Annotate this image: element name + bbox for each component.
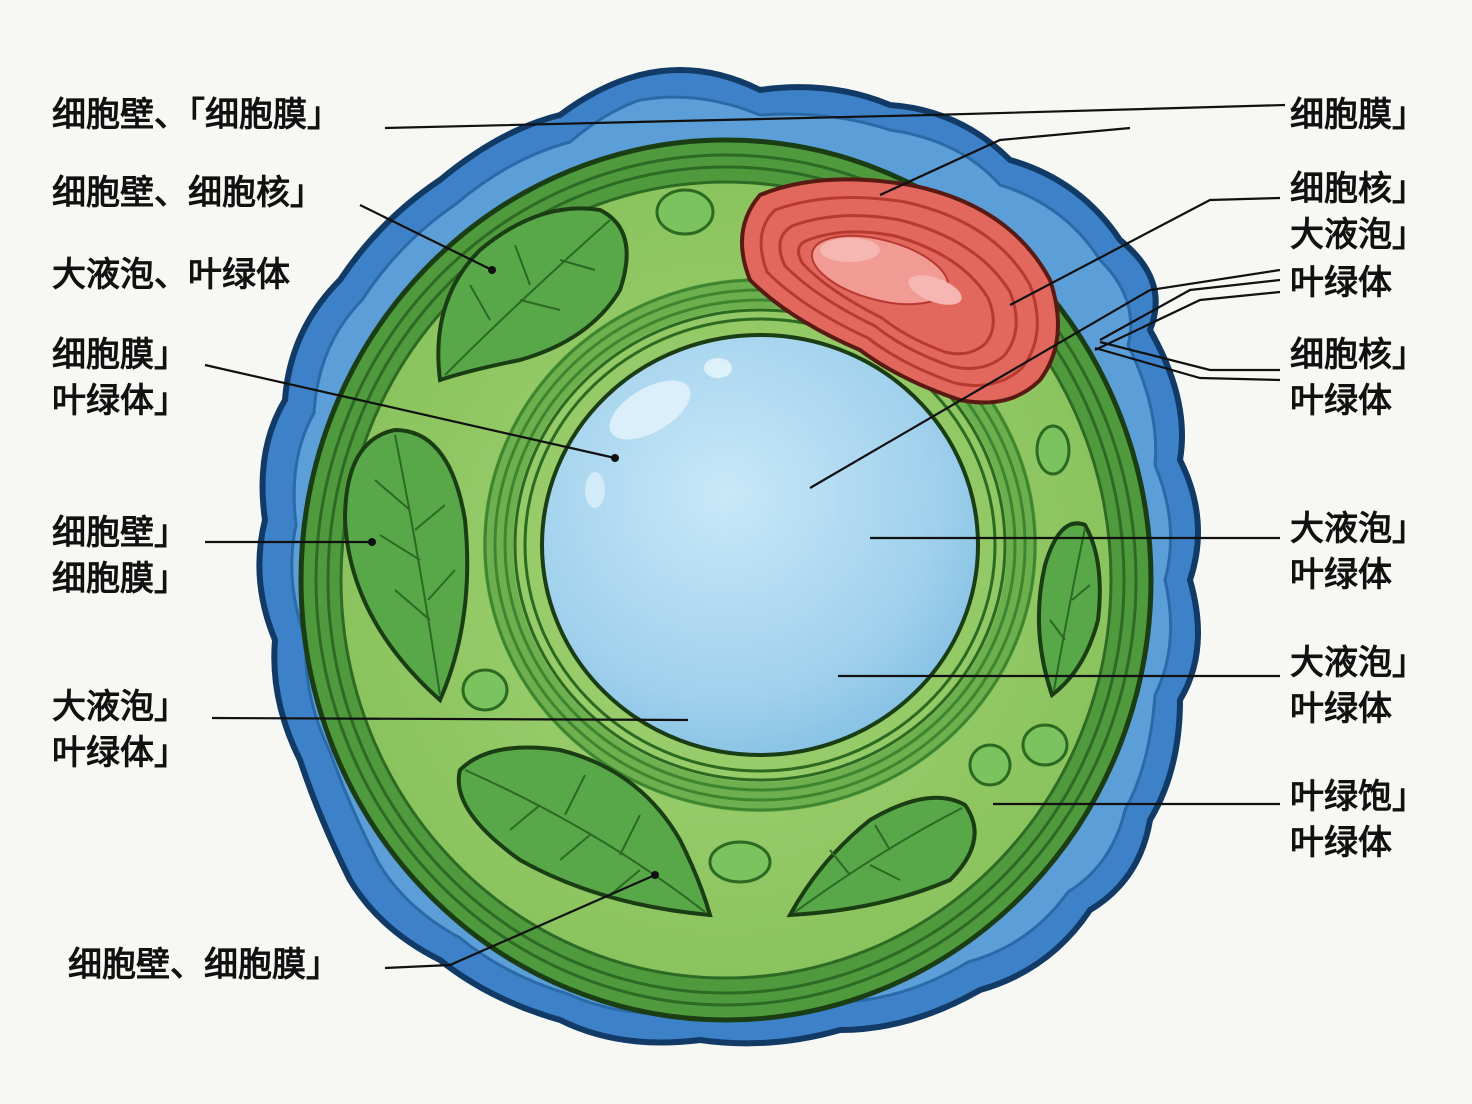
label-line: 叶绿体: [1290, 381, 1392, 421]
chloroplast: [342, 427, 470, 704]
nucleus: [740, 177, 1060, 405]
vacuole-highlight: [704, 358, 732, 378]
label-chloroplast-right-bottom: 叶绿饱」 叶绿体: [1290, 774, 1426, 866]
small-organelle: [1035, 424, 1071, 476]
label-line: 叶绿体」: [52, 733, 188, 773]
label-line: 叶绿饱」: [1290, 777, 1426, 817]
label-line: 叶绿体: [1290, 689, 1392, 729]
label-vacuole-chloroplast-right-1: 大液泡」 叶绿体: [1290, 506, 1426, 598]
label-line: 大液泡」: [52, 687, 188, 727]
label-line: 叶绿体: [1290, 823, 1392, 863]
vacuole-highlight: [585, 472, 605, 508]
small-organelle: [655, 188, 715, 236]
label-nucleus-chloroplast-right: 细胞核」 叶绿体: [1290, 332, 1426, 424]
label-vacuole-chloroplast-right-2: 大液泡」 叶绿体: [1290, 640, 1426, 732]
membrane-stripe: [326, 165, 1126, 995]
label-line: 细胞核」: [1290, 169, 1426, 209]
label-vacuole-chloroplast-left: 大液泡」 叶绿体」: [52, 684, 188, 776]
label-vacuole-chloroplast: 大液泡、叶绿体: [52, 252, 290, 298]
label-line: 细胞膜」: [1290, 95, 1426, 135]
label-line: 大液泡」: [1290, 509, 1426, 549]
label-line: 大液泡」: [1290, 643, 1426, 683]
label-cell-wall-membrane-mid: 细胞壁」 细胞膜」: [52, 510, 188, 602]
chloroplast-veins: [374, 219, 1091, 913]
label-line: 细胞壁、「细胞膜」: [52, 95, 341, 135]
leader-dots: [368, 266, 659, 879]
vacuole-highlight: [609, 380, 691, 440]
label-line: 细胞膜」: [52, 335, 188, 375]
central-vacuole: [540, 333, 980, 757]
label-nucleus-vacuole-right: 细胞核」 大液泡」: [1290, 166, 1426, 258]
er-band: [483, 278, 1037, 812]
label-line: 细胞壁、细胞膜」: [68, 945, 340, 985]
label-line: 叶绿体: [1290, 555, 1392, 595]
label-membrane-right: 细胞膜」: [1290, 92, 1426, 138]
label-line: 大液泡」: [1290, 215, 1426, 255]
label-cell-wall-membrane-top: 细胞壁、「细胞膜」: [52, 92, 341, 138]
small-organelle: [968, 743, 1012, 787]
leader-lines: [204, 103, 1286, 970]
membrane-stripe: [314, 153, 1138, 1007]
chloroplast: [436, 206, 629, 383]
label-line: 细胞膜」: [52, 559, 188, 599]
label-line: 叶绿体」: [52, 381, 188, 421]
label-line: 细胞核」: [1290, 335, 1426, 375]
label-line: 细胞壁、细胞核」: [52, 173, 324, 213]
label-membrane-chloroplast: 细胞膜」 叶绿体」: [52, 332, 188, 424]
label-line: 大液泡、叶绿体: [52, 255, 290, 295]
label-cell-wall-nucleus: 细胞壁、细胞核」: [52, 170, 324, 216]
label-chloroplast-right: 叶绿体: [1290, 260, 1392, 306]
small-organelle: [708, 840, 772, 884]
small-organelle: [1021, 723, 1069, 767]
label-cell-wall-membrane-bottom: 细胞壁、细胞膜」: [68, 942, 340, 988]
label-line: 细胞壁」: [52, 513, 188, 553]
label-line: 叶绿体: [1290, 263, 1392, 303]
small-organelle: [461, 668, 509, 712]
